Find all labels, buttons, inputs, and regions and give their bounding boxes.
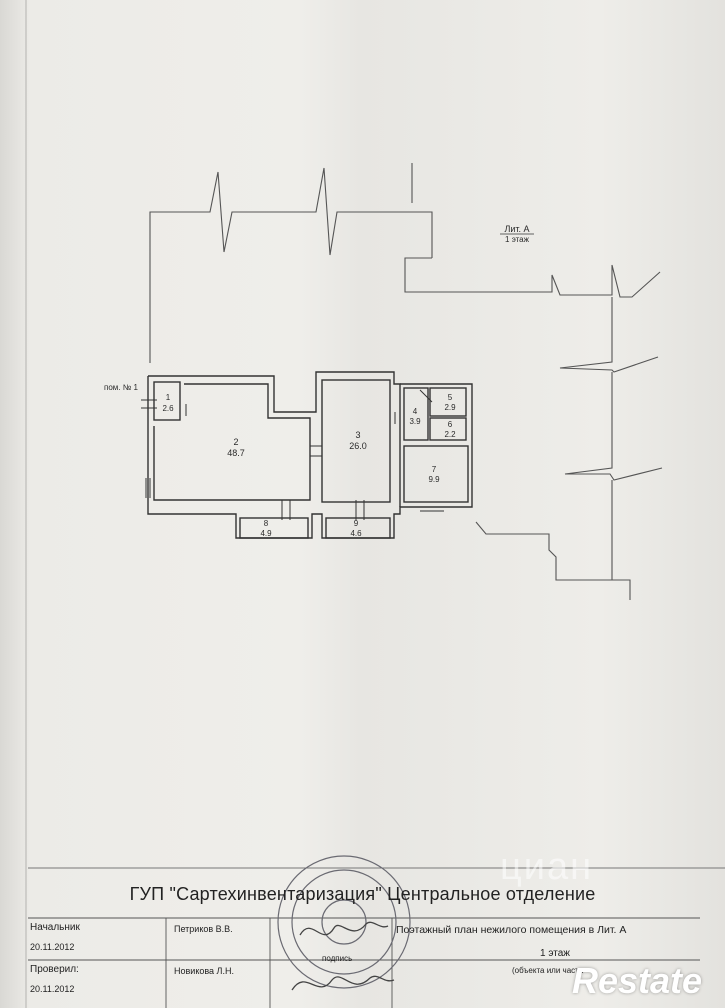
- organization-title: ГУП "Сартехинвентаризация" Центральное о…: [129, 884, 596, 904]
- restate-watermark: Restate: [572, 960, 703, 1001]
- room-6-area: 2.2: [444, 430, 456, 439]
- signature-caption: подпись: [322, 954, 353, 963]
- row1-role: Начальник: [30, 922, 80, 933]
- object-note: (объекта или части: [512, 966, 584, 975]
- row2-date: 20.11.2012: [30, 984, 75, 994]
- floor-label: 1 этаж: [505, 235, 530, 244]
- room-4-area: 3.9: [409, 417, 421, 426]
- stamp-table: [28, 917, 700, 1008]
- room-4-number: 4: [413, 407, 418, 416]
- building-outline: [149, 163, 663, 600]
- seal-stamp: [277, 855, 411, 989]
- room-8-number: 8: [264, 519, 269, 528]
- room-group-label: пом. № 1: [104, 383, 139, 392]
- room-2-area: 48.7: [227, 448, 245, 458]
- cian-watermark: циан: [500, 846, 594, 888]
- room-3-number: 3: [355, 430, 360, 440]
- row2-person: Новикова Л.Н.: [174, 966, 234, 976]
- row1-date: 20.11.2012: [30, 942, 75, 952]
- liter-label: Лит. А: [504, 224, 529, 234]
- row1-person: Петриков В.В.: [174, 924, 233, 934]
- openings: [141, 389, 444, 520]
- room-2-number: 2: [233, 437, 238, 447]
- signatures: [291, 921, 395, 991]
- room-3-area: 26.0: [349, 441, 367, 451]
- floor-name: 1 этаж: [540, 948, 570, 959]
- room-5-number: 5: [448, 393, 453, 402]
- room-1-number: 1: [166, 393, 171, 402]
- room-6-number: 6: [448, 420, 453, 429]
- room-8-area: 4.9: [260, 529, 272, 538]
- walls: [147, 371, 473, 539]
- room-7-area: 9.9: [428, 475, 440, 484]
- room-9-area: 4.6: [350, 529, 362, 538]
- room-9-number: 9: [354, 519, 359, 528]
- row2-role: Проверил:: [30, 964, 79, 975]
- room-7-number: 7: [432, 465, 437, 474]
- room-5-area: 2.9: [444, 403, 456, 412]
- plan-description: Поэтажный план нежилого помещения в Лит.…: [396, 924, 627, 936]
- room-1-area: 2.6: [162, 404, 174, 413]
